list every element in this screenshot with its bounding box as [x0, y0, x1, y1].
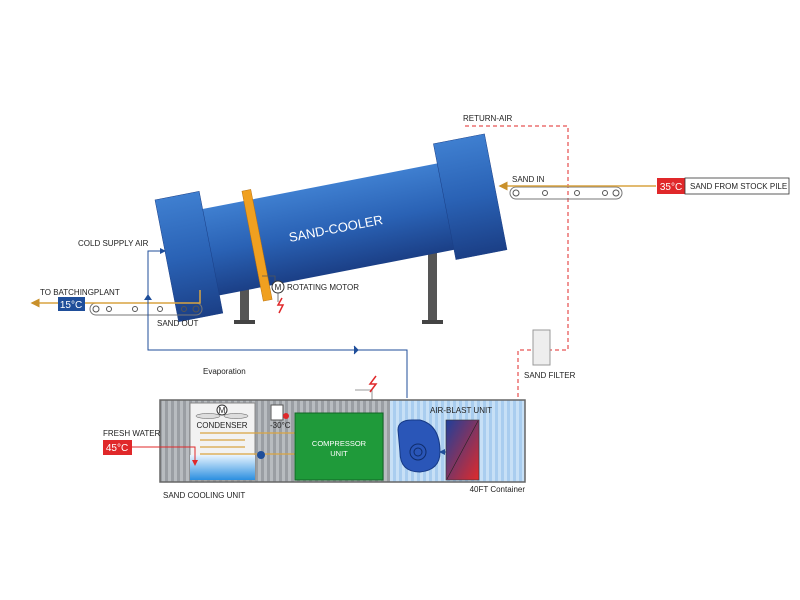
container-label: 40FT Container — [470, 485, 526, 494]
sand-in-conveyor — [498, 181, 656, 200]
blower-fan-icon — [397, 419, 441, 473]
sand-from-stock-pile-label: SAND FROM STOCK PILE — [690, 182, 787, 191]
sand-in-label: SAND IN — [512, 175, 545, 184]
condenser-fan-icon — [216, 404, 228, 416]
sand-out-label: SAND OUT — [157, 319, 198, 328]
fresh-water-label: FRESH WATER — [103, 429, 161, 438]
compressor-label: COMPRESSOR — [312, 439, 367, 448]
power-icon — [368, 375, 378, 393]
evaporation-label: Evaporation — [203, 367, 246, 376]
thermostat-icon — [270, 404, 284, 421]
cold-supply-air-label: COLD SUPPLY AIR — [78, 239, 149, 248]
cold-supply-air-line — [147, 248, 408, 398]
pump-icon — [257, 451, 265, 459]
sand-filter-label: SAND FILTER — [524, 371, 576, 380]
rotating-motor-label: ROTATING MOTOR — [287, 283, 359, 292]
cooler-supports — [234, 240, 443, 324]
svg-text:35°C: 35°C — [660, 182, 682, 193]
air-blast-unit-label: AIR-BLAST UNIT — [430, 406, 492, 415]
sand-in-temp-badge — [657, 178, 685, 194]
thermostat-temp: -30°C — [270, 421, 291, 430]
sand-cooling-unit-label: SAND COOLING UNIT — [163, 491, 245, 500]
fresh-water-temp-badge — [103, 440, 132, 455]
to-batching-plant-label: TO BATCHINGPLANT — [40, 288, 120, 297]
svg-text:15°C: 15°C — [60, 300, 82, 311]
drive-ring — [241, 189, 273, 302]
return-air-label: RETURN-AIR — [463, 114, 513, 123]
sand-out-conveyor — [30, 290, 203, 316]
rotating-motor: M ROTATING MOTOR — [262, 275, 359, 314]
sand-out-temp-badge — [58, 297, 85, 311]
power-icon — [276, 297, 285, 314]
svg-text:M: M — [219, 406, 226, 415]
svg-text:M: M — [275, 283, 282, 292]
sand-cooler-drum: SAND-COOLER — [154, 133, 508, 322]
thermometer-icon — [283, 413, 289, 419]
sand-cooling-container: M CONDENSER -30°C COMPRESSOR UNIT AIR-BL… — [159, 399, 526, 483]
sand-filter-icon — [532, 329, 551, 366]
svg-text:UNIT: UNIT — [330, 449, 348, 458]
condenser-label: CONDENSER — [196, 421, 247, 430]
svg-text:45°C: 45°C — [106, 443, 128, 454]
